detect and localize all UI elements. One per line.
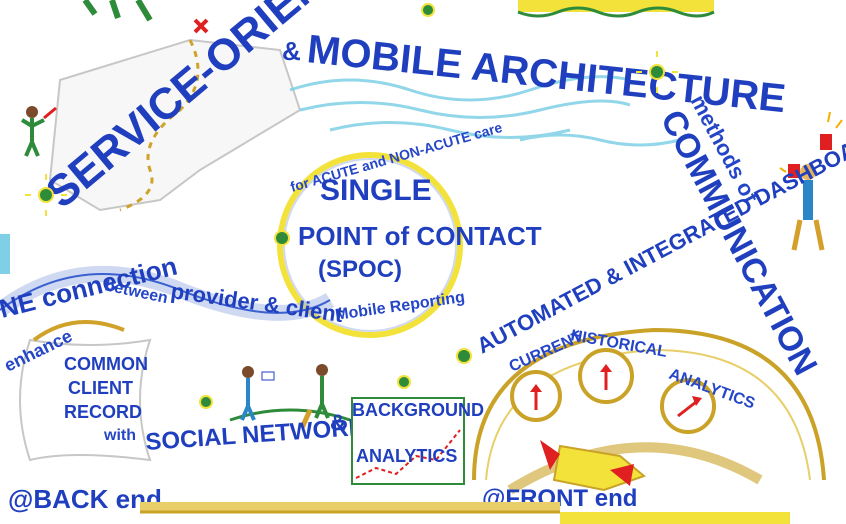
bottom-bar bbox=[140, 502, 790, 524]
gauge-current bbox=[510, 370, 562, 422]
star-icon bbox=[199, 395, 213, 409]
star-icon bbox=[636, 51, 678, 93]
top-yellow-banner bbox=[517, 0, 715, 18]
top-green-marks bbox=[82, 0, 153, 22]
person-right-with-devices-icon bbox=[779, 111, 843, 251]
analytics-chart-illustration bbox=[351, 397, 465, 485]
person-left-icon bbox=[20, 106, 57, 157]
gear-dial-icon bbox=[540, 440, 646, 492]
gauge-historical bbox=[578, 348, 634, 404]
spoc-mobile-reporting: Mobile Reporting bbox=[334, 289, 466, 324]
client-record-line2: CLIENT bbox=[68, 378, 133, 398]
water-swooshes bbox=[289, 75, 681, 147]
star-icon bbox=[421, 3, 435, 17]
dashboard-arch bbox=[472, 327, 826, 495]
back-end-label: @BACK end bbox=[8, 484, 162, 514]
spoc-circle bbox=[274, 152, 463, 338]
social-ampersand: & bbox=[330, 410, 346, 435]
star-icon bbox=[25, 174, 67, 216]
gauge-analytics bbox=[660, 378, 716, 434]
spoc-line3: (SPOC) bbox=[318, 256, 402, 283]
client-record-line1: COMMON bbox=[64, 354, 148, 374]
client-record-line3: RECORD bbox=[64, 402, 142, 422]
spoc-line2: POINT of CONTACT bbox=[298, 221, 542, 251]
map-illustration bbox=[48, 18, 302, 212]
background-analytics-line2: ANALYTICS bbox=[356, 446, 457, 466]
social-people-icon bbox=[229, 364, 351, 430]
connection-ribbon bbox=[0, 234, 335, 321]
client-record-scroll bbox=[19, 320, 152, 462]
connection-line3: provider & client bbox=[169, 278, 345, 327]
client-record-with: with bbox=[103, 427, 136, 444]
map-x-mark-icon bbox=[193, 18, 209, 34]
spoc-line1: SINGLE bbox=[320, 174, 432, 207]
background-analytics-line1: BACKGROUND bbox=[352, 400, 484, 420]
title-ampersand: & bbox=[282, 36, 301, 66]
star-icon bbox=[456, 348, 472, 364]
star-icon bbox=[397, 375, 411, 389]
